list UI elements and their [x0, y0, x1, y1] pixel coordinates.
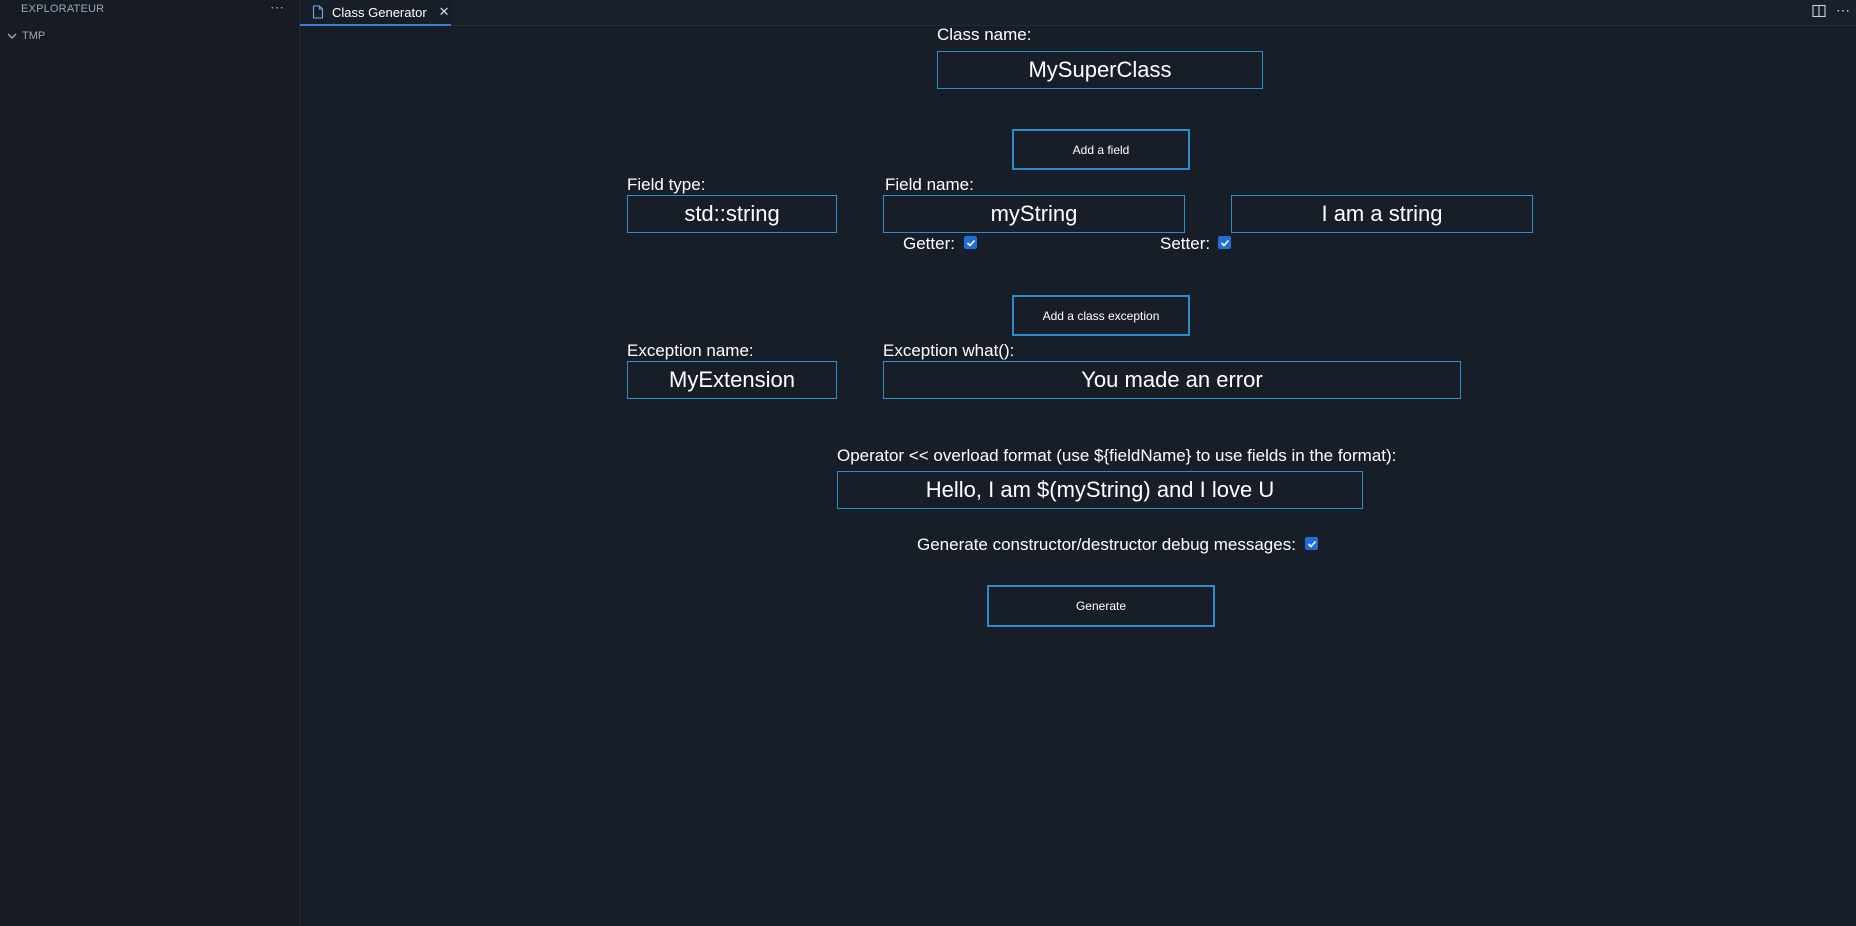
- checkmark-icon: [1307, 540, 1316, 548]
- class-name-input[interactable]: [937, 51, 1263, 89]
- operator-format-label: Operator << overload format (use ${field…: [837, 446, 1397, 465]
- tree-item-tmp[interactable]: TMP: [6, 30, 45, 42]
- split-editor-icon[interactable]: [1812, 4, 1826, 18]
- field-type-input[interactable]: [627, 195, 837, 233]
- field-name-input[interactable]: [883, 195, 1185, 233]
- operator-format-input[interactable]: [837, 471, 1363, 509]
- exception-name-label: Exception name:: [627, 341, 754, 360]
- setter-checkbox[interactable]: [1218, 236, 1231, 249]
- generate-button[interactable]: Generate: [987, 585, 1215, 627]
- add-exception-button[interactable]: Add a class exception: [1012, 295, 1190, 336]
- tab-label: Class Generator: [332, 4, 427, 20]
- getter-checkbox[interactable]: [964, 236, 977, 249]
- chevron-down-icon: [7, 33, 17, 39]
- exception-name-input[interactable]: [627, 361, 837, 399]
- checkmark-icon: [966, 239, 975, 247]
- tree-item-label: TMP: [22, 30, 46, 42]
- debug-messages-checkbox[interactable]: [1305, 537, 1318, 550]
- getter-label: Getter:: [903, 234, 955, 253]
- add-field-button[interactable]: Add a field: [1012, 129, 1190, 170]
- explorer-sidebar: EXPLORATEUR ⋯ TMP: [0, 0, 300, 926]
- class-name-label: Class name:: [937, 25, 1032, 44]
- checkmark-icon: [1220, 239, 1229, 247]
- setter-label: Setter:: [1160, 234, 1211, 253]
- field-default-input[interactable]: [1231, 195, 1533, 233]
- exception-what-input[interactable]: [883, 361, 1461, 399]
- field-name-label: Field name:: [885, 175, 974, 194]
- field-type-label: Field type:: [627, 175, 706, 194]
- ellipsis-icon[interactable]: ⋯: [1836, 2, 1850, 18]
- explorer-header: EXPLORATEUR: [21, 3, 105, 15]
- tab-class-generator[interactable]: Class Generator ✕: [300, 0, 451, 26]
- tab-bar: Class Generator ✕ ⋯: [300, 0, 1856, 26]
- close-icon[interactable]: ✕: [438, 4, 450, 19]
- file-icon: [312, 5, 324, 19]
- debug-messages-label: Generate constructor/destructor debug me…: [917, 535, 1296, 554]
- exception-what-label: Exception what():: [883, 341, 1015, 360]
- ellipsis-icon[interactable]: ⋯: [270, 0, 284, 15]
